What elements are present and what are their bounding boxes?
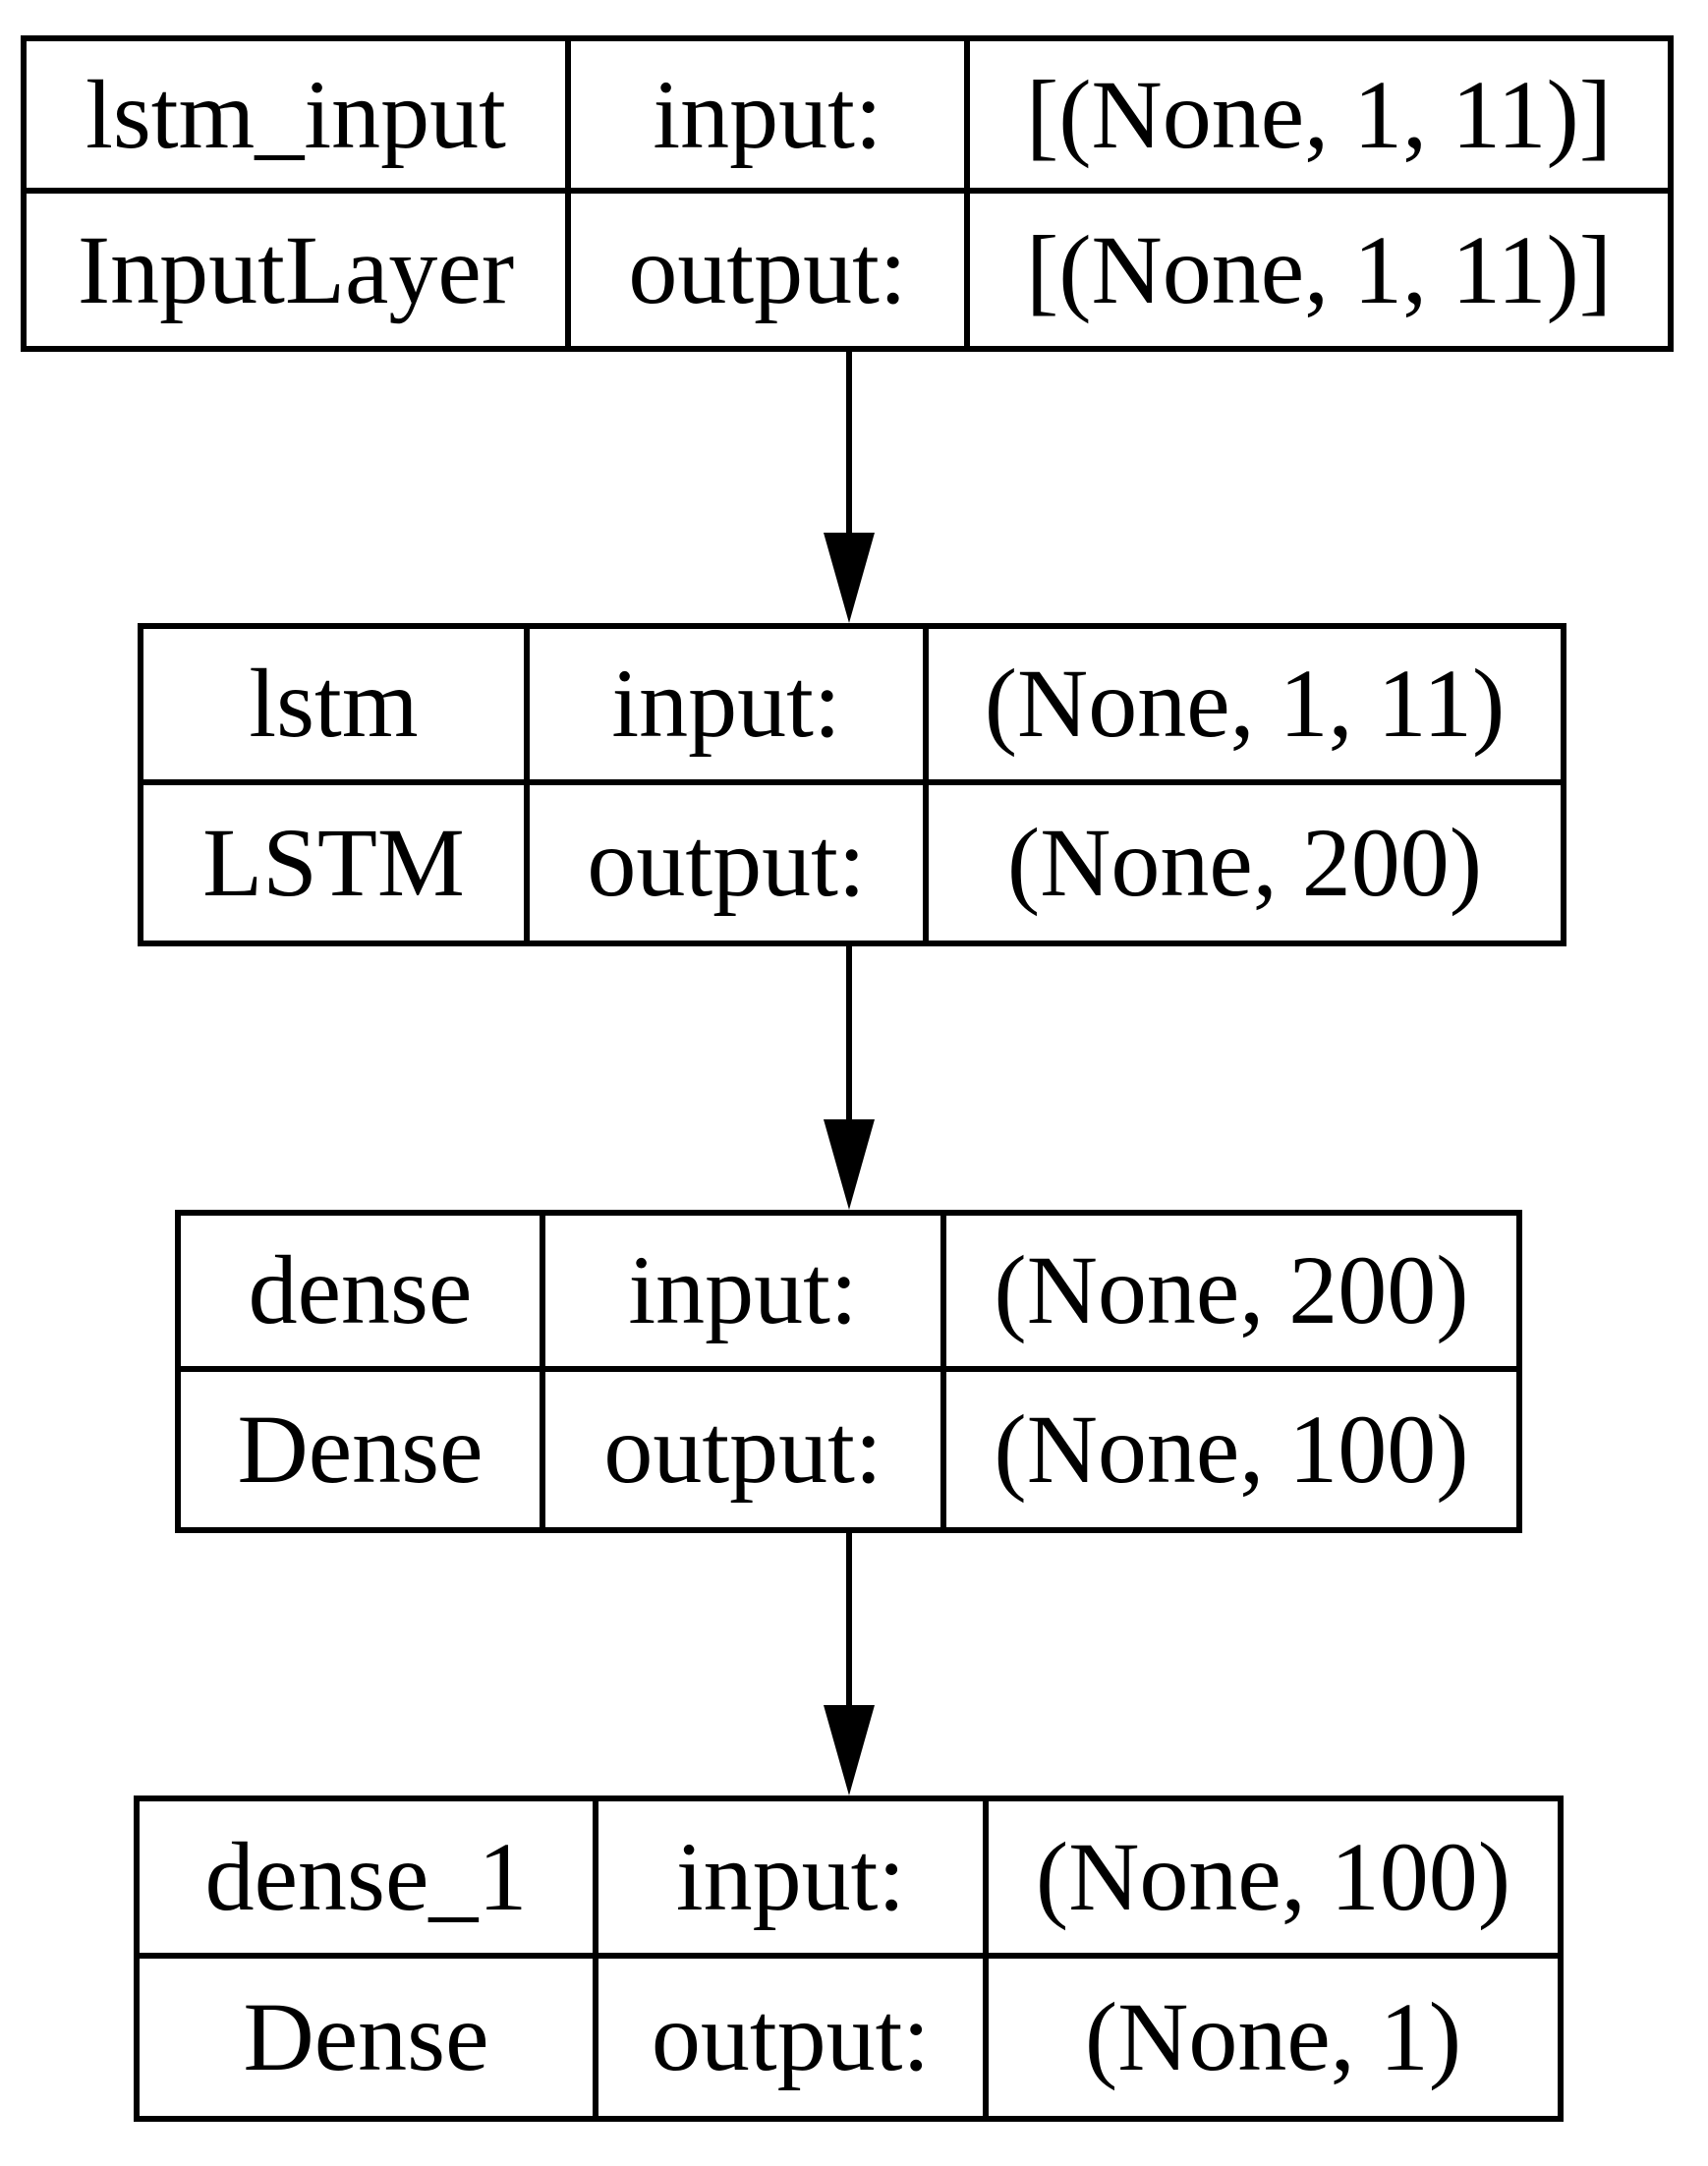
layer-name-cell: dense xyxy=(181,1216,545,1372)
layer-node-dense-1: dense_1 input: (None, 100) Dense output:… xyxy=(134,1796,1564,2122)
edge-line xyxy=(846,1533,852,1709)
input-label-cell: input: xyxy=(545,1216,946,1372)
output-label-cell: output: xyxy=(530,784,929,940)
output-label-cell: output: xyxy=(571,194,970,346)
layer-type-cell: InputLayer xyxy=(27,194,571,346)
layer-name-cell: lstm_input xyxy=(27,41,571,194)
output-shape-cell: [(None, 1, 11)] xyxy=(1025,214,1613,324)
layer-name-cell: lstm xyxy=(143,629,530,785)
layer-node-lstm-input: lstm_input input: [(None, 1, 11)] InputL… xyxy=(21,35,1674,352)
output-shape-cell: (None, 1) xyxy=(1084,1982,1462,2091)
input-shape-cell: (None, 1, 11) xyxy=(929,629,1561,785)
layer-type-cell: LSTM xyxy=(143,784,530,940)
input-label-cell: input: xyxy=(571,41,970,194)
input-shape-cell: [(None, 1, 11)] xyxy=(970,41,1668,194)
edge-line xyxy=(846,946,852,1123)
edge-line xyxy=(846,352,852,537)
arrowhead-down-icon xyxy=(824,1119,875,1210)
input-label-cell: input: xyxy=(598,1801,989,1959)
input-shape-cell: (None, 200) xyxy=(946,1216,1516,1372)
layer-node-dense: dense input: (None, 200) Dense output: (… xyxy=(175,1210,1522,1533)
layer-node-lstm: lstm input: (None, 1, 11) LSTM output: (… xyxy=(138,623,1566,946)
layer-type-cell: Dense xyxy=(181,1371,545,1527)
output-shape-cell: (None, 100) xyxy=(994,1394,1469,1504)
output-shape-cell: (None, 200) xyxy=(1006,807,1483,917)
arrowhead-down-icon xyxy=(824,1705,875,1796)
layer-name-cell: dense_1 xyxy=(140,1801,598,1959)
layer-type-cell: Dense xyxy=(140,1959,598,2116)
input-shape-cell: (None, 100) xyxy=(989,1801,1558,1959)
input-label-cell: input: xyxy=(530,629,929,785)
output-label-cell: output: xyxy=(545,1371,946,1527)
arrowhead-down-icon xyxy=(824,533,875,623)
output-label-cell: output: xyxy=(598,1959,989,2116)
